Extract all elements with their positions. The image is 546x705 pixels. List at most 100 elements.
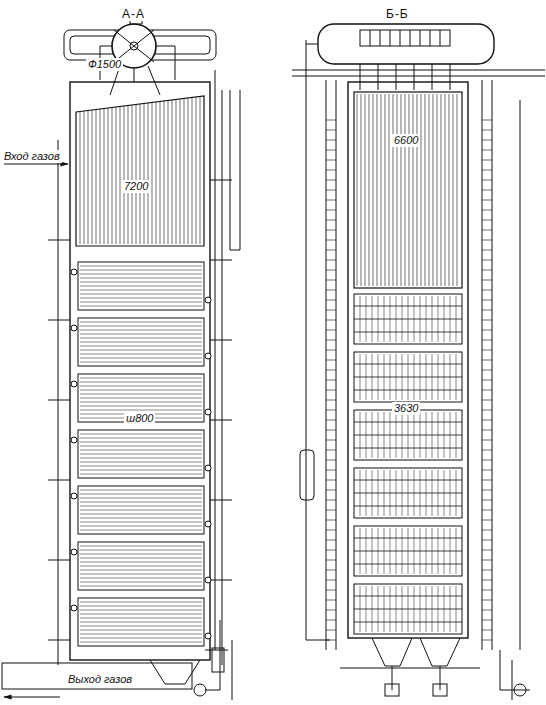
ladder-rung <box>326 470 336 471</box>
coil-tube <box>80 522 202 523</box>
ladder-rung <box>482 290 492 291</box>
ladder-rung <box>482 530 492 531</box>
coil-tube <box>80 462 202 463</box>
coil-tube <box>80 490 202 491</box>
ladder-rung <box>482 300 492 301</box>
tube <box>116 107 117 244</box>
grid-section <box>354 468 462 518</box>
coil-tube <box>80 446 202 447</box>
ladder-rung <box>482 250 492 251</box>
tube <box>80 112 81 245</box>
coil-tube <box>80 526 202 527</box>
coil-section <box>78 486 204 534</box>
header <box>71 269 77 275</box>
header <box>71 381 77 387</box>
ladder-rung <box>482 400 492 401</box>
tube <box>385 94 386 286</box>
section-title: А-А <box>120 8 147 21</box>
coil-tube <box>80 614 202 615</box>
coil-tube <box>80 274 202 275</box>
tube <box>160 102 161 245</box>
coil-tube <box>80 546 202 547</box>
tube <box>148 103 149 244</box>
tube <box>92 110 93 244</box>
ladder-rung <box>326 170 336 171</box>
gas-outlet-note: Выход газов <box>66 669 134 687</box>
coil-tube <box>80 622 202 623</box>
ladder-rung <box>326 500 336 501</box>
coil-tube <box>80 514 202 515</box>
ladder-rung <box>482 460 492 461</box>
coil-tube <box>80 358 202 359</box>
header <box>71 549 77 555</box>
tube <box>168 101 169 245</box>
coil-tube <box>80 638 202 639</box>
ladder-rung <box>326 270 336 271</box>
tube <box>188 98 189 244</box>
ladder-rung <box>482 370 492 371</box>
ladder-rung <box>326 460 336 461</box>
coil-tube <box>80 402 202 403</box>
coil-tube <box>80 518 202 519</box>
ladder-rung <box>326 280 336 281</box>
coil-tube <box>80 498 202 499</box>
ladder-rung <box>482 410 492 411</box>
tube <box>104 109 105 245</box>
grid-bar <box>354 564 462 565</box>
ladder-rung <box>326 120 336 121</box>
tube <box>144 104 145 245</box>
tube <box>381 94 382 286</box>
coil-tube <box>80 442 202 443</box>
coil-section <box>78 430 204 478</box>
ladder-rung <box>326 130 336 131</box>
tube <box>437 94 438 286</box>
ladder-rung <box>482 330 492 331</box>
ladder-rung <box>326 320 336 321</box>
ladder-rung <box>326 610 336 611</box>
coil-tube <box>80 554 202 555</box>
coil-tube <box>80 410 202 411</box>
ladder-rung <box>326 560 336 561</box>
tube <box>449 94 450 286</box>
section-b <box>292 24 545 700</box>
ladder-rung <box>482 280 492 281</box>
coil-tube <box>80 550 202 551</box>
grid-bar <box>354 448 462 449</box>
ladder-rung <box>326 530 336 531</box>
ladder-rung <box>326 540 336 541</box>
tube <box>88 111 89 245</box>
coil-tube <box>80 582 202 583</box>
coil-tube <box>80 346 202 347</box>
ladder-rung <box>482 180 492 181</box>
coil-tube <box>80 506 202 507</box>
ladder-rung <box>326 140 336 141</box>
tube <box>361 94 362 286</box>
coil-tube <box>80 610 202 611</box>
tube <box>152 103 153 245</box>
ladder-rung <box>482 240 492 241</box>
ladder-rung <box>482 390 492 391</box>
ladder-rung <box>482 340 492 341</box>
length-dimension: 6600 <box>392 134 420 147</box>
grid-bar <box>354 506 462 507</box>
ladder-rung <box>326 290 336 291</box>
coil-tube <box>80 570 202 571</box>
header <box>205 297 211 303</box>
coil-tube <box>80 450 202 451</box>
ladder-rung <box>482 210 492 211</box>
ladder-rung <box>326 570 336 571</box>
tube <box>417 94 418 286</box>
ladder-rung <box>482 260 492 261</box>
grid-section <box>354 410 462 460</box>
tube <box>369 94 370 286</box>
coil-tube <box>80 322 202 323</box>
header <box>71 493 77 499</box>
grid-bar <box>354 609 462 610</box>
diameter-dimension: ш800 <box>124 412 155 425</box>
ladder-rung <box>482 380 492 381</box>
tube <box>184 99 185 245</box>
ladder-rung <box>482 200 492 201</box>
grid-section <box>354 526 462 576</box>
ladder-rung <box>326 440 336 441</box>
tube <box>357 94 358 286</box>
